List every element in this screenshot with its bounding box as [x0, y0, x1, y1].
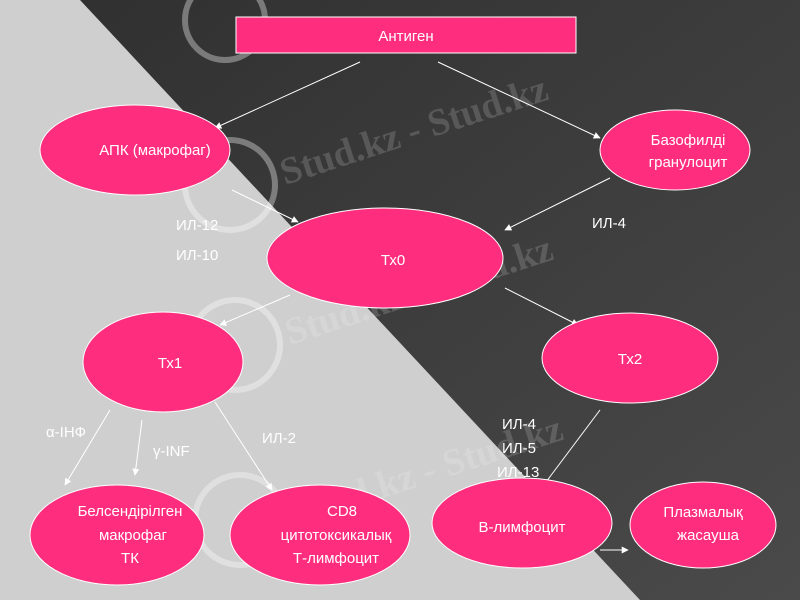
arrow-th1-to-macrophage-2	[132, 419, 143, 476]
node-macrophage-line: макрофаг	[99, 527, 168, 544]
arrow-th0-to-th2	[504, 287, 579, 326]
node-activated-macrophage: Белсендірілген макрофаг ТК	[29, 484, 205, 586]
node-antigen: Антиген	[235, 16, 577, 54]
node-cd8-line: Т-лимфоцит	[293, 550, 379, 567]
node-antigen-label: Антиген	[378, 28, 433, 45]
node-macrophage-line: Белсендірілген	[78, 503, 183, 520]
node-th1-label: Тх1	[158, 355, 182, 372]
node-plasma: Плазмалық жасауша	[629, 481, 777, 569]
label-il4: ИЛ-4	[502, 416, 536, 433]
arrow-group	[64, 61, 629, 554]
label-il5: ИЛ-5	[502, 440, 536, 457]
node-basophil: Базофилді гранулоцит	[599, 109, 751, 191]
node-cd8-line: цитотоксикалық	[281, 527, 392, 544]
node-basophil-line: Базофилді	[651, 132, 726, 149]
label-il4-top: ИЛ-4	[592, 215, 626, 232]
node-basophil-line: гранулоцит	[649, 154, 728, 171]
arrow-th1-to-macrophage	[64, 409, 111, 486]
node-cd8: CD8 цитотоксикалық Т-лимфоцит	[229, 484, 411, 586]
arrow-th1-to-cd8	[214, 401, 273, 491]
node-macrophage-line: ТК	[121, 550, 139, 567]
node-cd8-line: CD8	[327, 503, 357, 520]
node-plasma-line: жасауша	[677, 527, 740, 544]
label-il12: ИЛ-12	[176, 217, 218, 234]
node-th0: Тх0	[266, 207, 504, 309]
node-th2: Тх2	[541, 312, 719, 404]
node-th1: Тх1	[82, 311, 244, 413]
node-th0-label: Тх0	[381, 252, 405, 269]
node-b-lymphocyte: B-лимфоцит	[431, 477, 613, 569]
node-th2-label: Тх2	[618, 351, 642, 368]
node-plasma-line: Плазмалық	[663, 504, 743, 521]
label-group: ИЛ-12 ИЛ-10 ИЛ-4 α-ІНФ γ-INF ИЛ-2 ИЛ-4 И…	[46, 215, 626, 481]
arrow-th0-to-th1	[219, 294, 291, 326]
node-b-lymphocyte-label: B-лимфоцит	[479, 519, 566, 536]
label-gamma-inf: γ-INF	[153, 443, 190, 460]
arrow-th2-to-b-lymphocyte	[539, 409, 601, 491]
node-apk: АПК (макрофаг)	[39, 104, 231, 196]
arrow-basophil-to-th0	[504, 177, 611, 231]
label-il2: ИЛ-2	[262, 430, 296, 447]
node-apk-label: АПК (макрофаг)	[99, 142, 211, 159]
arrow-antigen-to-apk	[214, 61, 361, 129]
arrow-apk-to-th0	[231, 189, 299, 223]
label-il10: ИЛ-10	[176, 247, 218, 264]
arrow-antigen-to-basophil	[437, 61, 601, 139]
label-il13: ИЛ-13	[497, 464, 539, 481]
label-alpha-inf: α-ІНФ	[46, 424, 86, 441]
